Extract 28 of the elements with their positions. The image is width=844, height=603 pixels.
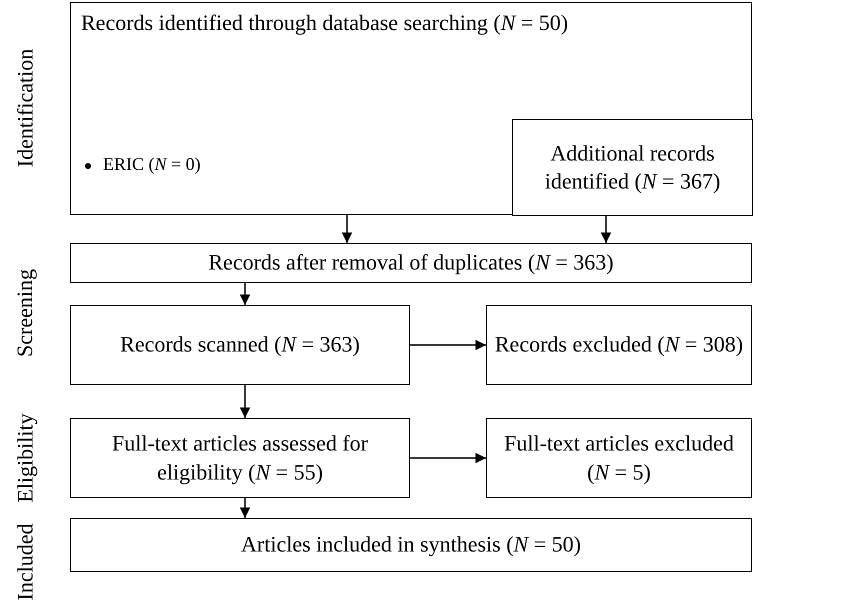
box-text: Full-text articles excluded (N = 5) [503,429,735,486]
box-text: Records excluded (N = 308) [494,330,744,359]
box-text: Records scanned (N = 363) [119,330,361,359]
process-box [486,305,752,385]
phase-label: Eligibility [12,413,38,503]
process-box [70,243,752,283]
box-text: Records after removal of duplicates (N = 363) [207,248,615,277]
box-text: Articles included in synthesis (N = 50) [240,530,582,559]
phase-label: Included [12,524,38,600]
phase-label: Screening [12,269,38,357]
arrow [240,385,250,418]
phase-label: Identification [12,48,38,168]
arrow [410,452,486,464]
process-box [70,518,752,572]
box-text: Additional records identified (N = 367) [544,138,722,196]
box-text: Full-text articles assessed for eligibility (N = 55) [111,429,369,486]
arrow [240,283,250,305]
arrow [410,340,486,350]
arrow [600,215,612,243]
box-text: Records identified through database searching (N = 50) [81,9,570,37]
arrow [342,215,352,243]
process-box [70,305,410,385]
arrow [240,498,250,518]
section-box [70,2,752,215]
list-item: ERIC (N = 0) [103,153,202,176]
process-box [512,119,753,216]
process-box [486,418,752,498]
process-box [70,418,410,498]
